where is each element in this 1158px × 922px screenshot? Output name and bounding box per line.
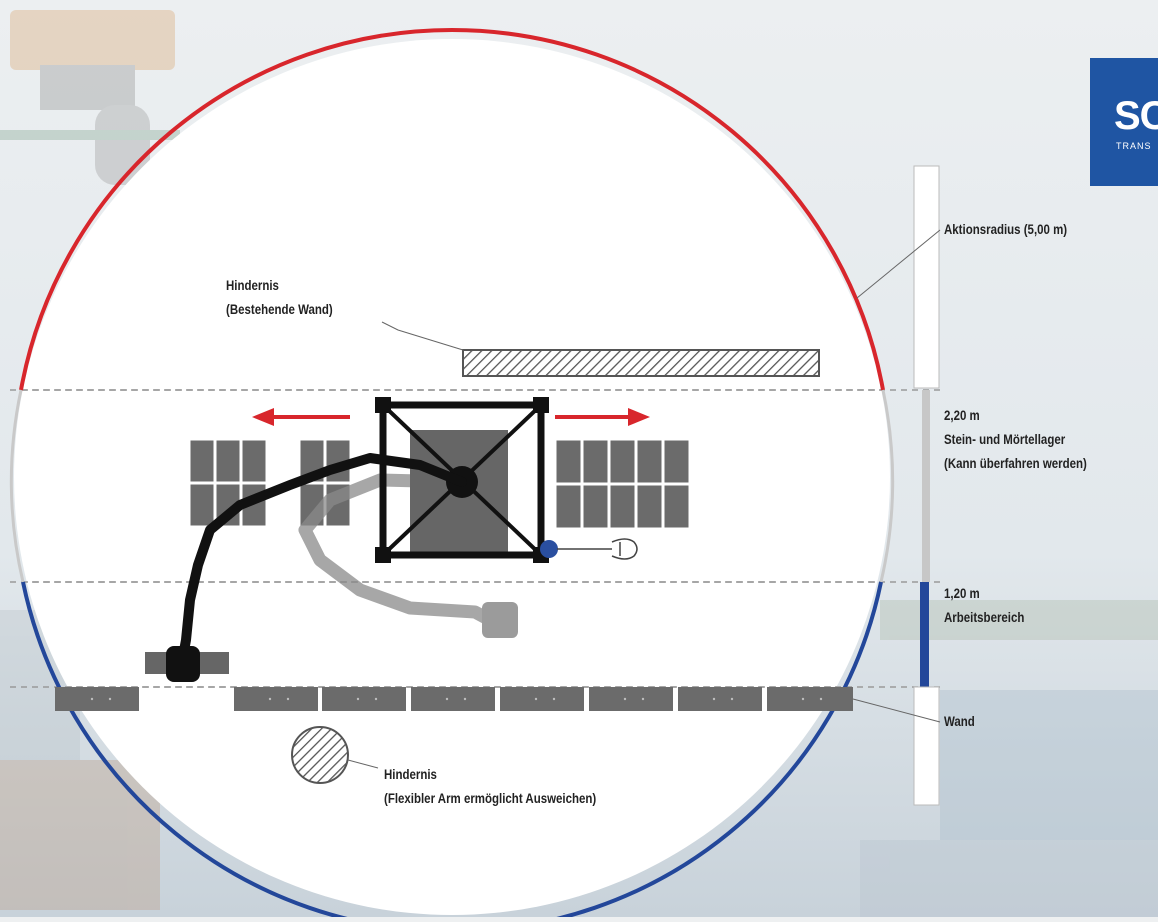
label-obstacle-wall-title: Hindernis xyxy=(226,277,279,293)
boom-ghost xyxy=(298,473,518,638)
logo-subtext: TRANS xyxy=(1116,141,1152,151)
scale-bar-radius xyxy=(913,165,940,389)
label-work-title: Arbeitsbereich xyxy=(944,609,1025,625)
arrow-right xyxy=(555,408,650,426)
radius-arc-middle xyxy=(879,389,895,583)
scale-bar-wall xyxy=(913,686,940,806)
leader-obstacle-round xyxy=(347,759,379,769)
label-obstacle-round-title: Hindernis xyxy=(384,766,437,782)
company-logo: SC TRANS xyxy=(1090,58,1158,186)
block-dots xyxy=(90,697,823,701)
radius-arc-middle-left xyxy=(9,389,25,583)
boom-active xyxy=(145,453,467,682)
radius-arc-bottom xyxy=(21,581,883,922)
gripper-tool xyxy=(540,538,638,560)
scale-bar-work xyxy=(920,582,929,687)
label-storage-sub: (Kann überfahren werden) xyxy=(944,455,1087,471)
leader-obstacle-wall xyxy=(381,321,464,351)
label-action-radius: Aktionsradius (5,00 m) xyxy=(944,221,1068,237)
leader-wall xyxy=(852,698,941,723)
arrow-left xyxy=(252,408,350,426)
obstacle-round xyxy=(291,726,349,784)
label-storage-width: 2,20 m xyxy=(944,407,980,423)
label-wall: Wand xyxy=(944,713,975,729)
leader-radius xyxy=(856,229,941,299)
logo-text: SC xyxy=(1114,94,1158,138)
stone-blocks-right xyxy=(555,439,690,529)
radius-arc-top xyxy=(19,27,885,391)
label-storage-title: Stein- und Mörtellager xyxy=(944,431,1066,447)
background-photo xyxy=(0,10,1158,917)
label-obstacle-wall-sub: (Bestehende Wand) xyxy=(226,301,333,317)
label-obstacle-round-sub: (Flexibler Arm ermöglicht Ausweichen) xyxy=(384,790,597,806)
wall-blocks xyxy=(55,687,853,711)
obstacle-existing-wall xyxy=(462,349,820,377)
label-work-width: 1,20 m xyxy=(944,585,980,601)
scale-bar-storage xyxy=(922,390,930,582)
